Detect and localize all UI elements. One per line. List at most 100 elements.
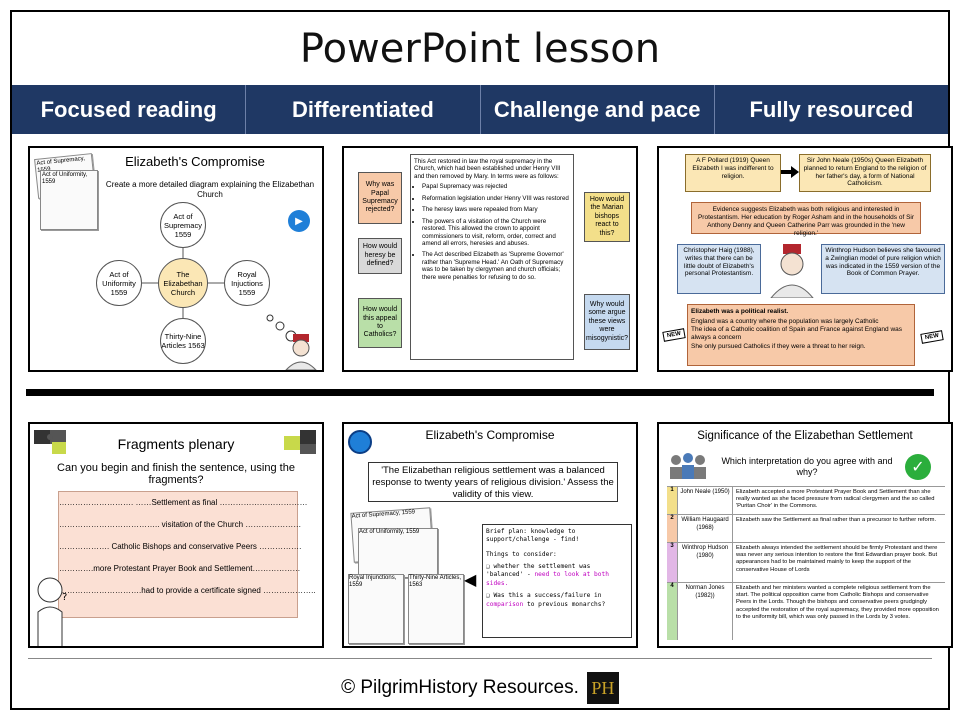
puzzle-icon	[32, 426, 72, 456]
thinking-person-icon: ?	[32, 572, 72, 646]
fragment-line: ………………. Catholic Bishops and conservativ…	[59, 542, 302, 551]
checkbox-icon: ❑	[486, 592, 494, 600]
slide-question: Can you begin and finish the sentence, u…	[57, 462, 295, 486]
paper-label: Act of Uniformity, 1559	[359, 529, 420, 535]
plan-consider: Things to consider:	[486, 550, 557, 558]
document-image: Thirty-Nine Articles, 1563	[408, 574, 464, 644]
plan-bullet: ❑ Was this a success/failure in comparis…	[486, 592, 628, 609]
question-misogynistic: Why would some argue these views were mi…	[584, 294, 630, 350]
copyright-text: © PilgrimHistory Resources.	[341, 677, 579, 698]
card-evidence: Evidence suggests Elizabeth was both rel…	[691, 202, 921, 237]
badge-icon	[348, 430, 372, 454]
bullet-text: whether the settlement was 'balanced' -	[486, 563, 591, 579]
thumbnail-essay-plan[interactable]: Elizabeth's Compromise 'The Elizabethan …	[342, 422, 638, 648]
puzzle-icon	[282, 426, 322, 456]
new-badge: NEW	[662, 328, 686, 342]
slide-question: Which interpretation do you agree with a…	[721, 456, 893, 478]
slide-heading: Elizabeth's Compromise	[425, 428, 555, 442]
row-number: 1	[667, 487, 677, 514]
section-divider	[26, 389, 934, 396]
card-political-realist: Elizabeth was a political realist. Engla…	[687, 304, 915, 366]
realist-point: England was a country where the populati…	[691, 318, 879, 326]
act-bullet: The powers of a visitation of the Church…	[422, 218, 570, 248]
document-image: Act of Uniformity, 1559	[358, 528, 438, 578]
row-historian: Norman Jones (1982))	[677, 583, 733, 640]
node-elizabethan-church: The Elizabethan Church	[158, 258, 208, 308]
act-text-box: This Act restored in law the royal supre…	[410, 154, 574, 360]
essay-question: 'The Elizabethan religious settlement wa…	[368, 462, 618, 502]
fragment-line: ………………………….had to provide a certificate …	[59, 586, 316, 595]
realist-title: Elizabeth was a political realist.	[691, 308, 789, 315]
node-thirty-nine-articles: Thirty-Nine Articles 1563	[160, 318, 206, 364]
play-icon[interactable]: ▶	[288, 210, 310, 232]
row-historian: John Neale (1950)	[677, 487, 733, 514]
feature-challenge-pace: Challenge and pace	[481, 85, 715, 134]
plan-title: Brief plan: knowledge to support/challen…	[486, 528, 580, 544]
plan-bullet: ❑ whether the settlement was 'balanced' …	[486, 563, 628, 588]
check-icon: ✓	[905, 454, 931, 480]
slide-heading: Significance of the Elizabethan Settleme…	[697, 430, 913, 442]
paper-label: Act of Supremacy, 1559	[351, 509, 416, 520]
realist-point: She only pursued Catholics if they were …	[691, 342, 866, 350]
question-appeal-catholics: How would this appeal to Catholics?	[358, 298, 402, 348]
bullet-text: Was this a success/failure in	[493, 592, 602, 600]
realist-point: The idea of a Catholic coalition of Spai…	[691, 326, 903, 342]
thumbnail-fragments-plenary[interactable]: Fragments plenary Can you begin and fini…	[28, 422, 324, 648]
feature-differentiated: Differentiated	[246, 85, 481, 134]
act-bullets: Papal Supremacy was rejected Reformation…	[422, 183, 570, 281]
queen-portrait-icon	[767, 242, 817, 299]
feature-fully-resourced: Fully resourced	[749, 96, 914, 122]
card-hudson: Winthrop Hudson believes she favoured a …	[821, 244, 945, 294]
thumbnail-significance[interactable]: Significance of the Elizabethan Settleme…	[657, 422, 953, 648]
bullet-highlight: need to look at both sides.	[486, 571, 609, 587]
question-papal-supremacy: Why was Papal Supremacy rejected?	[358, 172, 402, 224]
fragment-line: ………………………. ……Settlement as final ……………………	[59, 498, 308, 507]
plan-box: Brief plan: knowledge to support/challen…	[482, 524, 632, 638]
footer: © PilgrimHistory Resources. PH	[12, 672, 948, 704]
row-interpretation: Elizabeth and her ministers wanted a com…	[736, 585, 939, 620]
thumbnail-compromise-diagram[interactable]: Act of Supremacy, 1559 Act of Uniformity…	[28, 146, 324, 372]
slide-instruction: Create a more detailed diagram explainin…	[105, 180, 315, 199]
row-historian: Winthrop Hudson (1980)	[677, 543, 733, 582]
feature-bar: Focused reading Differentiated Challenge…	[12, 85, 948, 134]
bullet-text: to previous monarchs?	[527, 600, 606, 608]
node-act-of-uniformity: Act of Uniformity 1559	[96, 260, 142, 306]
row-number: 4	[667, 583, 677, 640]
node-act-of-supremacy: Act of Supremacy 1559	[160, 202, 206, 248]
fragment-line: ……………………………….. visitation of the Church …	[59, 520, 302, 529]
act-intro: This Act restored in law the royal supre…	[414, 158, 561, 180]
new-badge: NEW	[920, 330, 944, 344]
document-image: Royal Injunctions, 1559	[348, 574, 404, 644]
question-marian-bishops: How would the Marian bishops react to th…	[584, 192, 630, 242]
queen-portrait-icon	[284, 332, 318, 370]
fragments-box: ………………………. ……Settlement as final ……………………	[58, 491, 316, 618]
paper-label: Royal Injunctions, 1559	[349, 575, 397, 589]
row-interpretation: Elizabeth saw the Settlement as final ra…	[736, 517, 937, 523]
act-bullet: Reformation legislation under Henry VIII…	[422, 195, 570, 202]
card-haigh: Christopher Haig (1988), writes that the…	[677, 244, 761, 294]
row-number: 2	[667, 515, 677, 542]
paper-label: Thirty-Nine Articles, 1563	[409, 575, 462, 589]
card-neale: Sir John Neale (1950s) Queen Elizabeth p…	[799, 154, 931, 192]
row-interpretation: Elizabeth accepted a more Protestant Pra…	[736, 489, 935, 510]
connector-lines	[142, 248, 297, 342]
slide-heading: Fragments plenary	[117, 436, 235, 452]
svg-text:?: ?	[62, 592, 67, 603]
act-bullet: Papal Supremacy was rejected	[422, 183, 570, 190]
group-people-icon	[667, 452, 709, 480]
row-historian: William Haugaard (1968)	[677, 515, 733, 542]
pilgrim-history-logo: PH	[586, 672, 619, 704]
thumbnail-act-of-supremacy[interactable]: Why was Papal Supremacy rejected? How wo…	[342, 146, 638, 372]
act-bullet: The heresy laws were repealed from Mary	[422, 206, 570, 213]
paper-label: Act of Uniformity, 1559	[42, 172, 88, 186]
node-royal-injuctions: Royal Injuctions 1559	[224, 260, 270, 306]
page-title: PowerPoint lesson	[299, 26, 661, 72]
document-image: Act of Uniformity, 1559	[40, 170, 98, 230]
slide-heading: Elizabeth's Compromise	[125, 154, 265, 169]
thumbnail-historians[interactable]: A F Pollard (1919) Queen Elizabeth I was…	[657, 146, 953, 372]
slide-frame: PowerPoint lesson Focused reading Differ…	[10, 10, 953, 710]
